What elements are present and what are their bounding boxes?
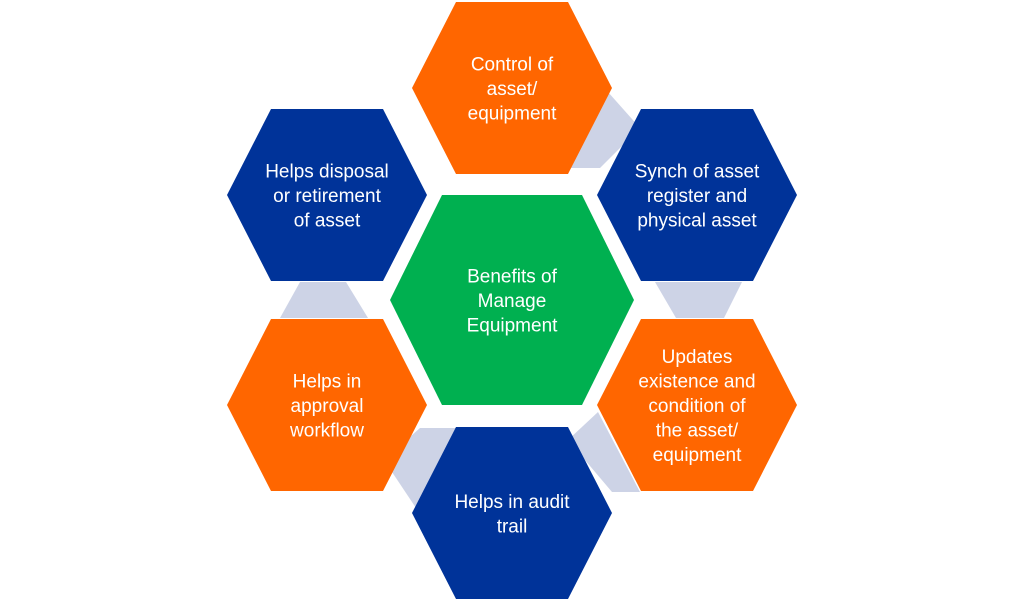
hex-approval-label-line: workflow bbox=[289, 421, 364, 442]
hex-updates-shape bbox=[597, 319, 797, 491]
hex-audit: Helps in audit trail bbox=[412, 427, 612, 599]
hex-updates-label-line: the asset/ bbox=[656, 421, 739, 442]
hex-approval: Helps in approval workflow bbox=[227, 319, 427, 491]
hex-control: Control of asset/equipment bbox=[412, 2, 612, 174]
hex-center-benefits-label-line: Manage bbox=[478, 291, 547, 312]
hex-center-benefits-label-line: Equipment bbox=[467, 316, 559, 337]
hex-synch-label-line: register and bbox=[647, 186, 747, 207]
hex-updates-label-line: condition of bbox=[648, 396, 746, 417]
hex-disposal-label-line: of asset bbox=[294, 211, 361, 232]
hex-disposal-label-line: Helps disposal bbox=[265, 162, 389, 183]
hex-disposal-shape bbox=[227, 109, 427, 281]
hex-approval-label-line: approval bbox=[291, 396, 364, 417]
hex-control-label-line: asset/ bbox=[487, 79, 538, 100]
hex-disposal-label-line: or retirement bbox=[273, 186, 381, 207]
hex-control-shape bbox=[412, 2, 612, 174]
hex-control-label-line: equipment bbox=[468, 104, 557, 125]
connector-synch-updates bbox=[655, 282, 742, 318]
hex-synch-label-line: Synch of asset bbox=[635, 162, 760, 183]
connector-control-synch bbox=[568, 92, 640, 168]
hex-updates-label-line: equipment bbox=[653, 445, 742, 466]
hex-audit-label-line: trail bbox=[497, 516, 528, 537]
hex-center-benefits-label-line: Benefits of bbox=[467, 267, 557, 288]
hex-synch-label-line: physical asset bbox=[637, 211, 757, 232]
hex-audit-shape bbox=[412, 427, 612, 599]
hex-control-label-line: Control of bbox=[471, 55, 554, 76]
hex-updates-label-line: Updates bbox=[662, 347, 733, 368]
hex-disposal: Helps disposal or retirement of asset bbox=[227, 109, 427, 281]
hex-approval-shape bbox=[227, 319, 427, 491]
hex-audit-label-line: Helps in audit bbox=[454, 492, 570, 513]
hex-synch: Synch of asset register and physical asset bbox=[597, 109, 797, 281]
hex-synch-shape bbox=[597, 109, 797, 281]
hex-updates-label-line: existence and bbox=[638, 372, 755, 393]
connector-updates-audit bbox=[568, 412, 640, 492]
hex-updates: Updates existence and condition of the asse… bbox=[597, 319, 797, 491]
connector-approval-disposal bbox=[280, 282, 368, 318]
hex-center-benefits-shape bbox=[390, 195, 634, 405]
hex-approval-label-line: Helps in bbox=[293, 372, 362, 393]
